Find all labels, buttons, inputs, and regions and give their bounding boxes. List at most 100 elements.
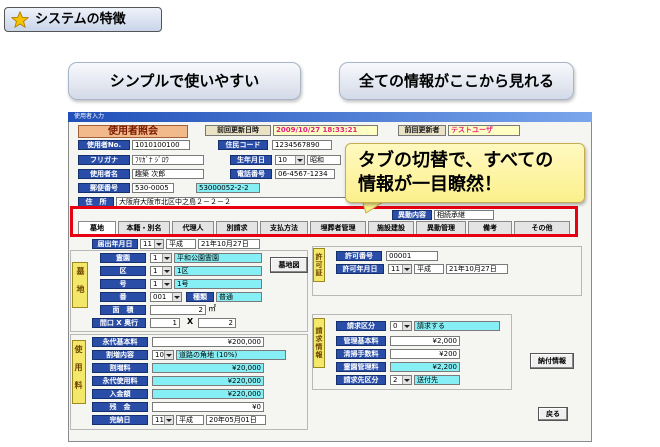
permit-number-field[interactable]: 00001 [386,251,438,261]
dropdown-arrow-icon[interactable] [162,254,171,262]
billing-section-label: 請求情報 [313,318,325,368]
resident-code-label: 住民コード [218,140,268,150]
tab-other[interactable]: その他 [514,221,570,234]
frontage-field[interactable]: 1 [150,318,180,328]
ward-select[interactable]: 1 [150,266,172,276]
area-label: 面 積 [100,305,146,315]
lot-select[interactable]: 1 [150,279,172,289]
permit-era-select[interactable]: 11 [388,264,412,274]
cemetery-field[interactable]: 平和公園霊園 [174,253,262,263]
billing-type-select[interactable]: 0 [390,321,412,331]
window-titlebar: 使用者入力 [68,112,592,122]
dropdown-arrow-icon[interactable] [172,293,181,301]
recipient-field[interactable]: 送付先 [414,375,460,385]
permit-number-label: 許可番号 [336,251,382,261]
user-name-field[interactable]: 趣築 次郎 [132,169,204,179]
postal-label: 郵便番号 [78,183,130,193]
group-box-fees [70,334,308,430]
notify-date-label: 届出年月日 [92,239,138,249]
callout-bubble: タブの切替で、すべての 情報が一目瞭然！ [345,143,585,203]
feature-title-box: システムの特徴 [4,7,162,32]
payment-info-button[interactable]: 納付情報 [530,353,574,369]
postal-field[interactable]: 530-0005 [132,183,174,193]
surcharge-type-select[interactable]: 10 [152,350,174,360]
dropdown-arrow-icon[interactable] [402,322,411,330]
recipient-label: 請求先区分 [336,375,386,385]
tab-separate-billing[interactable]: 別請求 [216,221,258,234]
usage-fee-field[interactable]: ¥220,000 [152,376,264,386]
billing-type-label: 請求区分 [336,321,386,331]
complete-era-select[interactable]: 11 [152,415,174,425]
grave-section-label: 墓地 [72,262,88,308]
cleaning-fee-label: 清掃手数料 [336,349,386,359]
lot-label: 号 [100,279,146,289]
lot-field[interactable]: 1号 [174,279,262,289]
postal-ext-field[interactable]: 53000052-2-2 [196,183,260,193]
cemetery-mgmt-field[interactable]: ¥2,200 [390,362,460,372]
callout-line-1: タブの切替で、すべての [358,150,554,171]
ward-label: 区 [100,266,146,276]
user-no-field[interactable]: 1010100100 [132,140,190,150]
group-box-grave [70,250,308,332]
surcharge-field[interactable]: ¥20,000 [152,363,264,373]
mgmt-base-label: 管理基本料 [336,336,386,346]
number-code: 001 [153,293,167,301]
permit-date-field[interactable]: 21年10月27日 [446,264,508,274]
surcharge-label: 割増料 [92,363,148,373]
permit-era-field[interactable]: 平成 [414,264,444,274]
paid-amount-field[interactable]: ¥220,000 [152,389,264,399]
tab-agent[interactable]: 代理人 [172,221,214,234]
complete-era-field[interactable]: 平成 [176,415,204,425]
change-label: 異動内容 [392,210,432,220]
dropdown-arrow-icon[interactable] [164,416,173,424]
ward-field[interactable]: 1区 [174,266,262,276]
resident-code-field[interactable]: 1234567890 [272,140,332,150]
birth-era-select[interactable]: 10 [275,155,305,165]
birth-era-field[interactable]: 昭和 [307,155,341,165]
area-field[interactable]: 2 [150,305,206,315]
cemetery-label: 霊園 [100,253,146,263]
depth-field[interactable]: 2 [198,318,236,328]
last-updated-label: 前回更新日時 [205,125,271,136]
birth-era-code: 10 [278,156,287,164]
cemetery-mgmt-label: 霊園管理料 [336,362,386,372]
recipient-select[interactable]: 2 [390,375,412,385]
permit-section-label: 許可証 [313,248,325,282]
grave-map-button[interactable]: 墓地図 [270,257,308,273]
complete-date-field[interactable]: 20年05月01日 [206,415,266,425]
tab-notes[interactable]: 備考 [468,221,512,234]
dropdown-arrow-icon[interactable] [154,240,163,248]
notify-date-field[interactable]: 21年10月27日 [198,239,260,249]
type-field[interactable]: 普通 [216,292,262,302]
frontage-depth-label: 間口 X 奥行 [92,318,146,328]
tab-payment-method[interactable]: 支払方法 [260,221,308,234]
dropdown-arrow-icon[interactable] [164,351,173,359]
balance-field[interactable]: ¥0 [152,402,264,412]
tab-change-management[interactable]: 異動管理 [416,221,466,234]
furigana-field[interactable]: ﾌﾘｶﾞﾅ ｼﾞﾛｳ [132,155,204,165]
tab-domicile-alias[interactable]: 本籍・別名 [118,221,170,234]
tab-grave[interactable]: 墓地 [78,221,116,234]
notify-era-field[interactable]: 平成 [166,239,196,249]
dropdown-arrow-icon[interactable] [402,265,411,273]
cleaning-fee-field[interactable]: ¥200 [390,349,460,359]
billing-type-field[interactable]: 請求する [414,321,500,331]
notify-era-select[interactable]: 11 [140,239,164,249]
dropdown-arrow-icon[interactable] [162,280,171,288]
dropdown-arrow-icon[interactable] [295,156,304,164]
fees-section-label: 使用料 [72,340,86,404]
dropdown-arrow-icon[interactable] [162,267,171,275]
dropdown-arrow-icon[interactable] [402,376,411,384]
birth-date-label: 生年月日 [230,155,272,165]
tab-burial-management[interactable]: 埋葬者管理 [310,221,366,234]
tab-facility-construction[interactable]: 施設建設 [368,221,414,234]
change-field[interactable]: 相続承継 [434,210,494,220]
phone-field[interactable]: 06-4567-1234 [275,169,335,179]
base-fee-field[interactable]: ¥200,000 [152,337,264,347]
type-label: 種類 [186,292,214,302]
surcharge-type-field[interactable]: 道路の角地 (10%) [176,350,286,360]
cemetery-select[interactable]: 1 [150,253,172,263]
number-select[interactable]: 001 [150,292,182,302]
mgmt-base-field[interactable]: ¥2,000 [390,336,460,346]
back-button[interactable]: 戻る [538,407,568,421]
